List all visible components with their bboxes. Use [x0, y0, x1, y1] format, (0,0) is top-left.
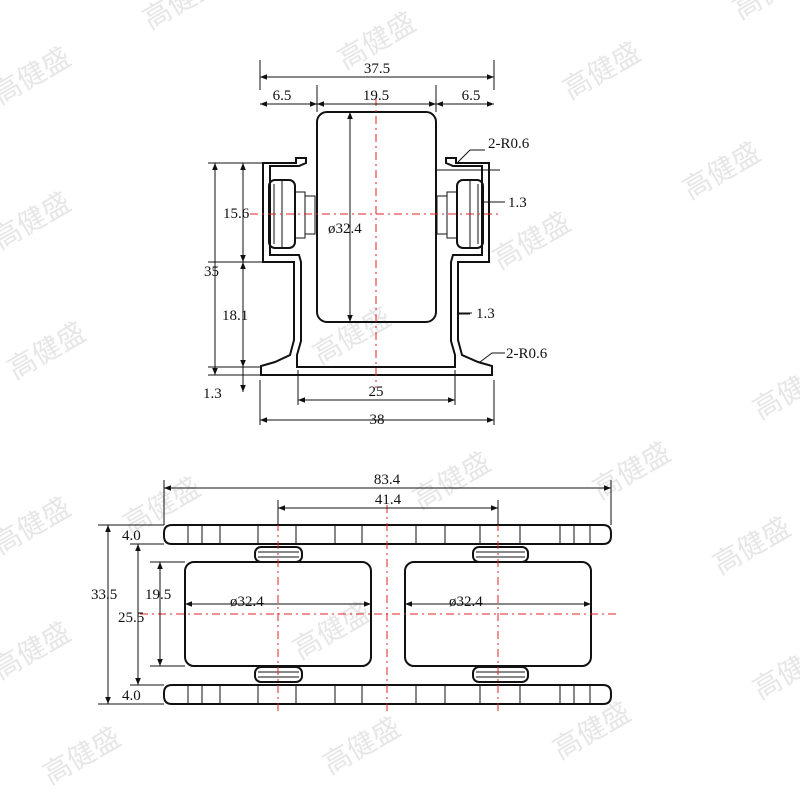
watermark: 高健盛 [557, 35, 646, 106]
watermark: 高健盛 [547, 695, 636, 766]
dim-overall-top: 37.5 [364, 61, 390, 77]
watermark: 高健盛 [487, 205, 576, 276]
top-plate-slots [187, 525, 591, 544]
dim-radius-bottom: 2-R0.6 [506, 346, 548, 362]
bearing-top-right [472, 546, 529, 563]
watermark: 高健盛 [587, 435, 676, 506]
bearing-bottom-right [472, 666, 529, 683]
extension-lines [98, 480, 612, 705]
dim-inner-height: 25.5 [118, 610, 144, 626]
dim-lower-height: 18.1 [222, 308, 248, 324]
watermark: 高健盛 [37, 720, 126, 791]
dim-diameter-left: ø32.4 [230, 594, 264, 610]
watermark: 高健盛 [0, 40, 76, 111]
watermark: 高健盛 [0, 615, 76, 686]
dim-thickness-mid: 1.3 [476, 306, 495, 322]
top-plate [163, 524, 612, 545]
section-view: 37.5 6.5 19.5 6.5 2-R0.6 1.3 15.6 ø32.4 … [203, 60, 548, 428]
watermark: 高健盛 [317, 710, 406, 781]
dim-plate-top: 4.0 [122, 528, 141, 544]
bottom-plate [163, 684, 612, 705]
watermark: 高健盛 [707, 510, 796, 581]
dim-roller-width: 19.5 [145, 587, 171, 603]
watermark: 高健盛 [307, 300, 396, 371]
leader-radius-top [457, 149, 485, 163]
dim-total-height: 33.5 [91, 587, 117, 603]
plan-view: 83.4 41.4 4.0 33.5 19.5 25.5 ø32.4 ø32.4… [91, 472, 620, 712]
dim-left-margin: 6.5 [273, 88, 292, 104]
dim-thickness-top: 1.3 [508, 195, 527, 211]
watermark: 高健盛 [747, 635, 800, 706]
watermark: 高健盛 [137, 0, 226, 36]
dim-radius-top: 2-R0.6 [488, 136, 530, 152]
dim-right-margin: 6.5 [462, 88, 481, 104]
dim-base-width: 38 [370, 412, 385, 428]
watermark: 高健盛 [727, 0, 800, 26]
dim-inner-width: 25 [369, 384, 384, 400]
dim-base-thickness: 1.3 [203, 386, 222, 402]
dim-total-height: 35 [204, 264, 219, 280]
dim-overall-length: 83.4 [374, 472, 401, 488]
bottom-plate-slots [187, 685, 591, 704]
watermark: 高健盛 [747, 355, 800, 426]
watermark: 高健盛 [677, 135, 766, 206]
watermark: 高健盛 [0, 490, 76, 561]
watermark: 高健盛 [287, 595, 376, 666]
dim-roller-diameter: ø32.4 [328, 221, 362, 237]
dim-roller-width: 19.5 [363, 88, 389, 104]
dim-roller-pitch: 41.4 [375, 492, 402, 508]
watermark: 高健盛 [407, 445, 496, 516]
dim-diameter-right: ø32.4 [449, 594, 483, 610]
dim-upper-height: 15.6 [223, 206, 250, 222]
watermark: 高健盛 [0, 185, 76, 256]
dim-plate-bottom: 4.0 [122, 688, 141, 704]
watermark: 高健盛 [2, 315, 91, 386]
leader-radius-bottom [479, 352, 505, 363]
